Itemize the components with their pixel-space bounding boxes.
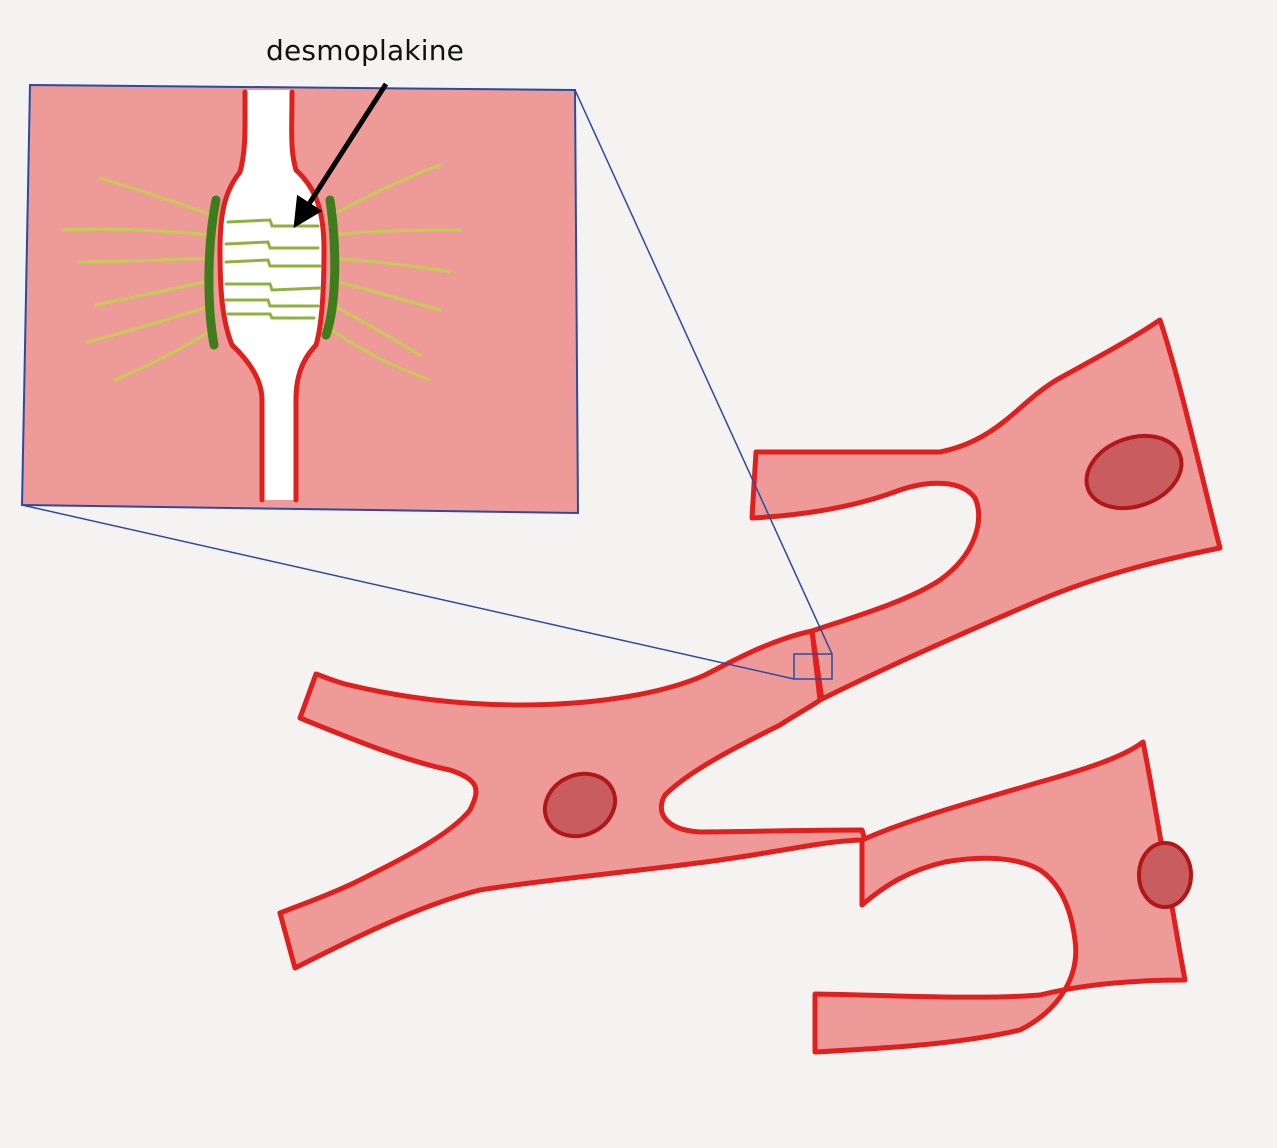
magnified-inset <box>22 84 578 513</box>
cell-lower-right-slot <box>815 882 1056 994</box>
nucleus-lower-right <box>1139 843 1191 907</box>
zoom-line-top <box>575 90 832 654</box>
cell-lower-right-body <box>815 742 1185 1052</box>
cell-upper-right-body <box>752 320 1220 700</box>
zoom-line-bottom <box>22 505 794 679</box>
desmoplakine-label: desmoplakine <box>266 34 464 67</box>
